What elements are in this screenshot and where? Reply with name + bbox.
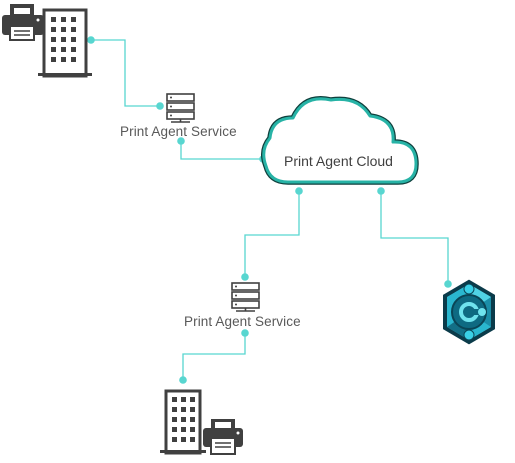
- connector-dot: [444, 280, 452, 288]
- server-icon-bottom: [231, 282, 260, 312]
- office-building-icon: [160, 389, 206, 455]
- connector-cloud-to-service-bottom: [244, 191, 300, 277]
- connector-dot: [87, 36, 95, 44]
- cloud-icon: [261, 96, 419, 185]
- connector-dot: [295, 187, 303, 195]
- business-central-logo-icon: [443, 279, 495, 345]
- connector-dot: [177, 137, 185, 145]
- connector-dot: [241, 273, 249, 281]
- connector-dots: [87, 36, 452, 384]
- connector-dot: [241, 329, 249, 337]
- site-bottom: [160, 389, 243, 455]
- connectors: [91, 39, 449, 380]
- server-icon-top: [166, 93, 195, 123]
- connector-dot: [156, 102, 164, 110]
- connector-service-bottom-to-site-bottom: [182, 333, 246, 380]
- printer-icon: [2, 4, 44, 41]
- connector-cloud-to-business-central: [380, 191, 449, 284]
- cloud-label: Print Agent Cloud: [284, 153, 393, 169]
- connector-service-top-to-cloud: [180, 141, 263, 160]
- site-top: [2, 4, 92, 78]
- service-bottom-label: Print Agent Service: [184, 314, 301, 329]
- office-building-icon: [38, 8, 92, 78]
- connector-site-top-to-service-top: [91, 39, 160, 107]
- connector-dot: [377, 187, 385, 195]
- connector-dot: [179, 376, 187, 384]
- printer-icon: [203, 419, 243, 455]
- service-top-label: Print Agent Service: [120, 124, 237, 139]
